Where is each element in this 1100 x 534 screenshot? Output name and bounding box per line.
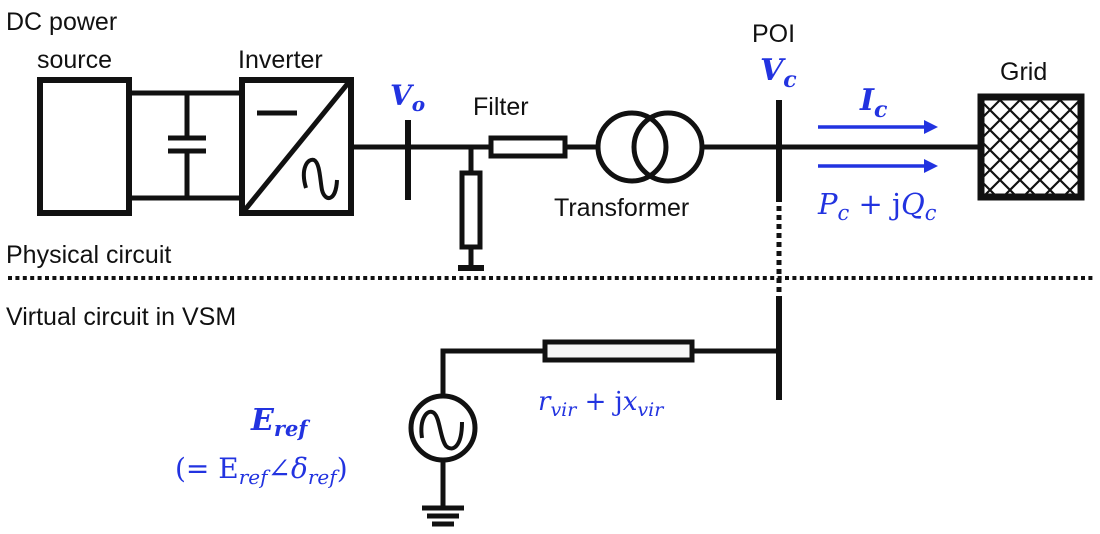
virtual-impedance-label: rvir + jxvir xyxy=(538,387,665,421)
grid-label: Grid xyxy=(1000,58,1047,86)
sine-icon xyxy=(301,157,339,200)
current-arrow xyxy=(818,120,938,134)
grid-crosshatch xyxy=(981,97,1081,197)
dc-link-capacitor-icon xyxy=(168,93,206,198)
ac-voltage-source-icon xyxy=(408,393,478,463)
vo-label: Vo xyxy=(390,79,425,116)
sine-icon xyxy=(419,409,464,451)
power-arrow xyxy=(818,159,938,173)
physical-circuit-label: Physical circuit xyxy=(6,241,171,269)
eref-label: Eref xyxy=(250,403,311,441)
ground-icon xyxy=(422,505,464,527)
grid-box xyxy=(977,93,1085,201)
virtual-impedance-icon xyxy=(542,339,695,363)
dc-source-label-line1: DC power xyxy=(6,8,117,36)
vc-label: Vc xyxy=(760,53,797,93)
inverter-label: Inverter xyxy=(238,46,323,74)
virtual-circuit-label: Virtual circuit in VSM xyxy=(6,303,236,331)
ic-label: Ic xyxy=(859,83,888,123)
dc-power-source-box xyxy=(37,77,132,216)
dc-source-label-line2: source xyxy=(37,46,112,74)
filter-label: Filter xyxy=(473,93,529,121)
power-label: Pc + jQc xyxy=(817,187,937,225)
poi-label: POI xyxy=(752,20,795,48)
filter-shunt-resistor-icon xyxy=(459,170,483,250)
transformer-icon xyxy=(595,110,705,184)
inverter-diagonal xyxy=(242,80,351,213)
virtual-wire-source xyxy=(440,348,545,396)
filter-series-resistor-icon xyxy=(488,135,568,159)
eref-definition: (= Eref∠δref) xyxy=(175,452,348,489)
transformer-label: Transformer xyxy=(554,194,689,222)
